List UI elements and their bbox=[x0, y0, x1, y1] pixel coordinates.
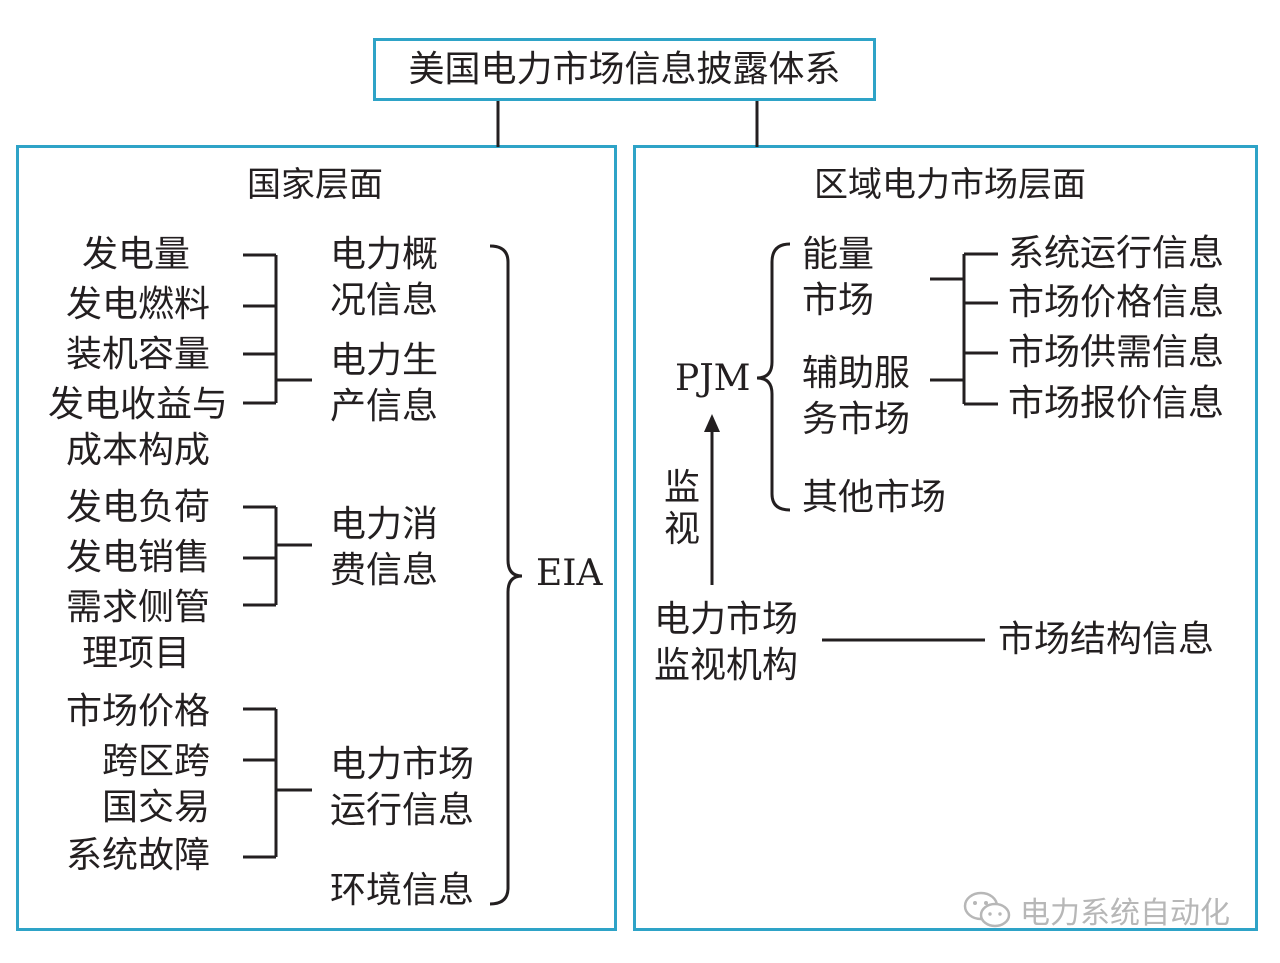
national-panel bbox=[16, 145, 617, 931]
energy-market-line1: 能量 bbox=[802, 234, 875, 275]
group-consumption-line2: 费信息 bbox=[330, 550, 439, 591]
item-installed-capacity: 装机容量 bbox=[65, 334, 210, 375]
watermark: 电力系统自动化 bbox=[962, 888, 1230, 932]
group-operation-line1: 电力市场 bbox=[330, 744, 475, 785]
item-gen-fuel: 发电燃料 bbox=[65, 284, 210, 325]
item-gen-amount: 发电量 bbox=[81, 234, 190, 275]
info-bid: 市场报价信息 bbox=[1008, 383, 1225, 424]
wechat-icon bbox=[963, 891, 1011, 928]
other-market: 其他市场 bbox=[802, 477, 947, 518]
monitor-label-line2: 视 bbox=[664, 509, 701, 550]
watermark-text: 电力系统自动化 bbox=[1020, 896, 1230, 931]
item-revenue-line2: 成本构成 bbox=[65, 430, 210, 471]
item-gen-sales: 发电销售 bbox=[65, 537, 210, 578]
arrow-head-icon bbox=[704, 414, 720, 432]
group-consumption-line1: 电力消 bbox=[330, 504, 439, 545]
group-overview-line2: 况信息 bbox=[330, 280, 439, 321]
item-dsm-line1: 需求侧管 bbox=[65, 587, 210, 628]
info-market-price: 市场价格信息 bbox=[1008, 282, 1225, 323]
energy-market-line2: 市场 bbox=[802, 280, 875, 321]
diagram-title: 美国电力市场信息披露体系 bbox=[408, 49, 841, 90]
national-heading: 国家层面 bbox=[247, 165, 383, 205]
title-box bbox=[373, 38, 876, 101]
market-structure-info: 市场结构信息 bbox=[998, 619, 1215, 660]
item-revenue-line1: 发电收益与 bbox=[47, 384, 228, 425]
info-supply-demand: 市场供需信息 bbox=[1008, 332, 1225, 373]
regional-panel bbox=[633, 145, 1258, 931]
monitor-label-line1: 监 bbox=[664, 467, 701, 508]
eia-label: EIA bbox=[536, 553, 603, 594]
item-cross-line2: 国交易 bbox=[101, 787, 210, 828]
group-production-line1: 电力生 bbox=[330, 340, 439, 381]
item-cross-line1: 跨区跨 bbox=[101, 741, 210, 782]
item-system-fault: 系统故障 bbox=[65, 835, 210, 876]
pjm-label: PJM bbox=[675, 358, 751, 399]
regional-heading: 区域电力市场层面 bbox=[814, 165, 1086, 205]
monitor-org-line1: 电力市场 bbox=[654, 599, 799, 640]
info-system-operation: 系统运行信息 bbox=[1008, 233, 1225, 274]
item-gen-load: 发电负荷 bbox=[65, 487, 210, 528]
group-environment: 环境信息 bbox=[330, 870, 475, 911]
group-overview-line1: 电力概 bbox=[330, 234, 439, 275]
group-operation-line2: 运行信息 bbox=[330, 790, 475, 831]
item-dsm-line2: 理项目 bbox=[81, 633, 190, 674]
group-production-line2: 产信息 bbox=[330, 386, 439, 427]
monitor-org-line2: 监视机构 bbox=[654, 645, 799, 686]
ancillary-market-line2: 务市场 bbox=[802, 399, 911, 440]
ancillary-market-line1: 辅助服 bbox=[802, 353, 911, 394]
item-market-price: 市场价格 bbox=[65, 691, 210, 732]
